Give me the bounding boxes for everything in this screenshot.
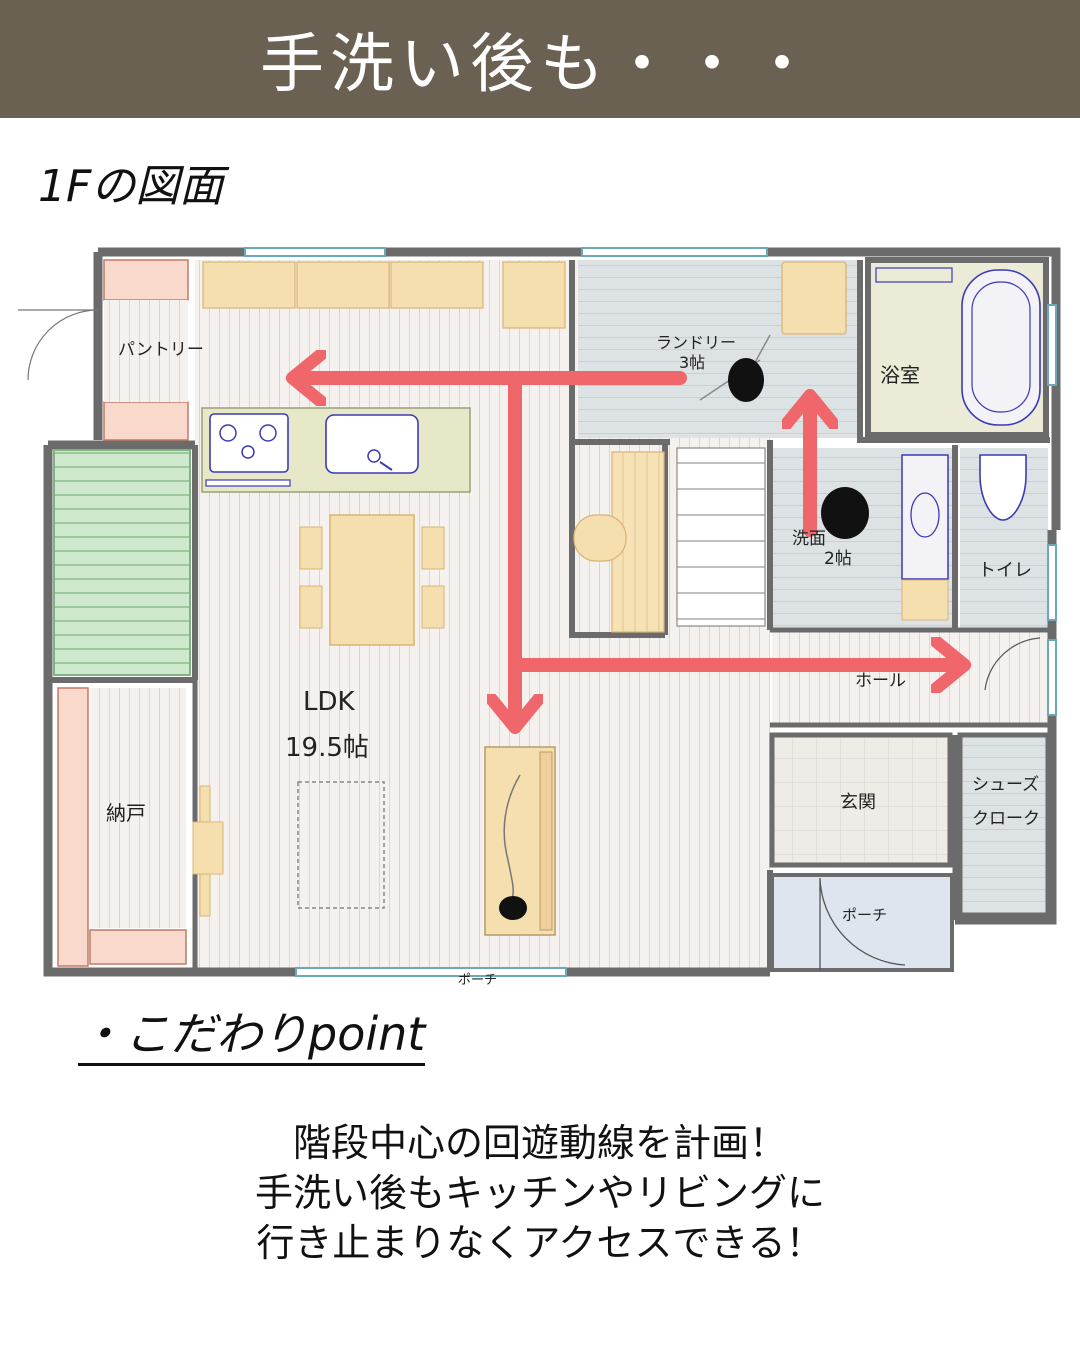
description: 階段中心の回遊動線を計画！ 手洗い後もキッチンやリビングに 行き止まりなくアクセ… <box>0 1118 1080 1268</box>
page-title: 手洗い後も・・・ <box>260 28 820 102</box>
fridge-cabinet <box>502 261 566 329</box>
porch-bottom-label: ポーチ <box>458 973 497 988</box>
washroom-size: 2帖 <box>824 549 852 569</box>
description-line-2: 手洗い後もキッチンやリビングに <box>254 1171 825 1215</box>
hall-label: ホール <box>855 671 906 691</box>
pantry-shelf-bottom <box>103 401 189 441</box>
upper-cabinet-1 <box>202 261 296 309</box>
toilet-seat-shape <box>573 514 627 562</box>
pantry-shelf-top <box>103 259 189 301</box>
porch-label: ポーチ <box>842 906 887 924</box>
laundry-counter <box>781 261 847 335</box>
ldk-label: LDK <box>303 687 356 717</box>
circulation-arrows <box>295 378 962 725</box>
storage-label: 納戸 <box>106 801 146 825</box>
sink-icon <box>325 414 419 474</box>
storage-shelf <box>57 687 89 967</box>
dining-chair <box>421 526 445 570</box>
person-washing-icon <box>821 487 869 539</box>
point-heading: ・こだわりpoint <box>78 1008 426 1066</box>
living-rug <box>297 781 385 909</box>
upper-cabinet-2 <box>296 261 390 309</box>
header-bar: 手洗い後も・・・ <box>0 0 1080 118</box>
toilet-label: トイレ <box>978 560 1032 581</box>
pantry-door-swing <box>18 309 99 381</box>
toilet-icon <box>979 454 1027 521</box>
floor-plan: パントリー <box>18 247 1061 988</box>
upper-cabinet-3 <box>390 261 484 309</box>
shoe-cloak-floor <box>957 732 1051 918</box>
pantry-floor <box>104 300 188 402</box>
dining-chair <box>299 585 323 629</box>
hall-door-swing <box>984 637 1041 691</box>
bathtub <box>961 269 1041 426</box>
stove-icon <box>209 413 289 473</box>
wood-deck <box>53 449 191 676</box>
description-line-1: 階段中心の回遊動線を計画！ <box>292 1121 787 1165</box>
stairs <box>676 447 766 627</box>
pantry-label: パントリー <box>118 340 204 360</box>
hall-floor <box>772 630 1052 726</box>
laundry-size: 3帖 <box>679 353 705 372</box>
shoe-cloak-label-2: クローク <box>972 809 1040 829</box>
laundry-label: ランドリー <box>656 333 736 352</box>
entrance-label: 玄関 <box>840 792 876 813</box>
description-line-3: 行き止まりなくアクセスできる！ <box>256 1221 824 1265</box>
porch-door-swing <box>819 877 906 970</box>
dining-chair <box>421 585 445 629</box>
dining-table <box>329 514 415 646</box>
plan-label: 1Fの図面 <box>38 161 224 212</box>
ldk-size: 19.5帖 <box>285 733 369 763</box>
windows <box>244 247 1057 977</box>
bath-label: 浴室 <box>880 363 920 387</box>
shoe-cloak-label-1: シューズ <box>972 775 1039 795</box>
porch-floor <box>770 873 954 972</box>
washroom-label: 洗面 <box>792 529 826 549</box>
dining-chair <box>299 526 323 570</box>
person-lying-icon <box>503 774 521 901</box>
vanity <box>901 454 949 580</box>
entrance-floor <box>769 732 953 868</box>
